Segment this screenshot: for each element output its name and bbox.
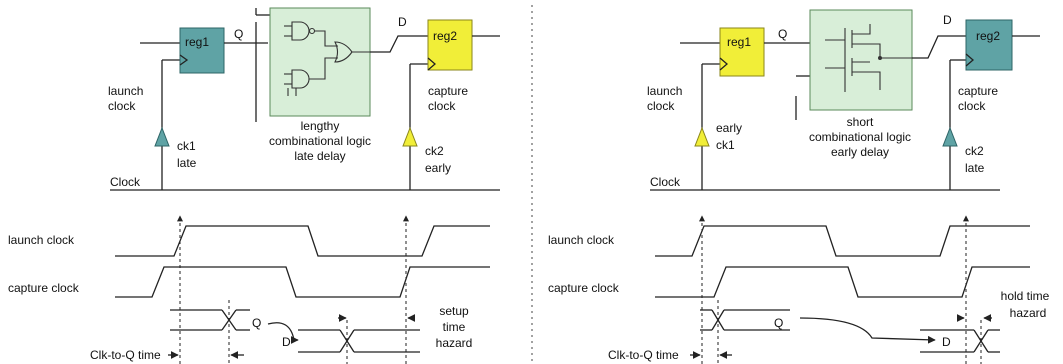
reg1-label: reg1 [727, 35, 751, 49]
clock-label: Clock [650, 175, 681, 189]
launch-clock-label-1: launch [647, 84, 682, 98]
d-wire [912, 35, 966, 59]
reg1-clock-pin [719, 57, 728, 71]
reg2-clock-pin [965, 53, 974, 67]
ck1-label: ck1 [177, 139, 196, 153]
ck1-buffer-icon [154, 126, 170, 147]
ck2-delay-label: early [425, 161, 451, 175]
d-data-wave [920, 329, 1000, 353]
reg1-box [179, 27, 225, 74]
wave-launch-label: launch clock [548, 233, 615, 247]
logic-line1: lengthy [301, 119, 340, 133]
hold-hazard-panel: Clock reg1 Q short [548, 9, 1050, 364]
wave-capture-label: capture clock [8, 281, 80, 295]
q-label: Q [778, 27, 787, 41]
ck1-label: ck1 [716, 138, 735, 152]
clk-to-q-label: Clk-to-Q time [90, 348, 161, 362]
d-label: D [398, 15, 407, 29]
combinational-logic-box [269, 7, 371, 117]
setup-hazard-line3: hazard [436, 336, 473, 350]
logic-line2: combinational logic [269, 134, 371, 148]
ck2-delay-label: late [965, 161, 985, 175]
reg2-label: reg2 [433, 29, 457, 43]
ck1-delay-label: early [716, 121, 742, 135]
d-label: D [943, 13, 952, 27]
launch-clock-wave [115, 225, 490, 257]
logic-line3: early delay [831, 145, 889, 159]
launch-clock-label-2: clock [647, 99, 675, 113]
ck1-delay-label: late [177, 156, 197, 170]
reg2-clock-pin [427, 57, 436, 71]
logic-line1: short [847, 115, 874, 129]
wave-launch-label: launch clock [8, 233, 75, 247]
capture-clock-wave [655, 266, 1030, 298]
hold-hazard-line1: hold time [1001, 289, 1050, 303]
capture-clock-label-1: capture [958, 84, 998, 98]
d-wave-label: D [282, 335, 291, 349]
d-wire [370, 35, 428, 53]
reg1-clock-pin [179, 54, 189, 66]
ck2-buffer-icon [942, 126, 958, 147]
logic-gate-icon [284, 21, 370, 96]
reg2-label: reg2 [976, 29, 1000, 43]
q-to-d-arrow [799, 317, 936, 344]
launch-clock-label-1: launch [108, 84, 143, 98]
q-to-d-arrow [267, 322, 299, 344]
d-data-wave [298, 329, 420, 353]
q-label: Q [234, 27, 243, 41]
hold-hazard-line2: hazard [1010, 306, 1047, 320]
transistor-icon [825, 24, 912, 92]
capture-clock-label-2: clock [958, 99, 986, 113]
ck2-label: ck2 [965, 144, 984, 158]
capture-clock-wave [115, 266, 490, 298]
combinational-logic-box [809, 9, 913, 111]
ck2-label: ck2 [425, 144, 444, 158]
reg1-box [719, 27, 765, 77]
q-data-wave [170, 309, 250, 331]
d-wave-label: D [942, 335, 951, 349]
reg2-box [965, 19, 1013, 71]
q-wave-label: Q [774, 316, 783, 330]
q-wave-label: Q [252, 316, 261, 330]
capture-clock-label-2: clock [428, 99, 456, 113]
capture-clock-label-1: capture [428, 84, 468, 98]
logic-line3: late delay [294, 149, 345, 163]
setup-hazard-line1: setup [439, 304, 469, 318]
reg2-box [427, 19, 473, 71]
launch-clock-label-2: clock [108, 99, 136, 113]
ck1-buffer-icon [694, 126, 710, 147]
clk-to-q-label: Clk-to-Q time [608, 348, 679, 362]
setup-hazard-panel: Clock reg1 Q [8, 7, 500, 364]
launch-clock-wave [655, 225, 1030, 257]
ck2-buffer-icon [402, 126, 418, 147]
reg1-label: reg1 [185, 35, 209, 49]
clock-label: Clock [110, 175, 141, 189]
wave-capture-label: capture clock [548, 281, 620, 295]
setup-hazard-line2: time [443, 320, 466, 334]
logic-line2: combinational logic [809, 130, 911, 144]
q-data-wave [700, 309, 790, 331]
